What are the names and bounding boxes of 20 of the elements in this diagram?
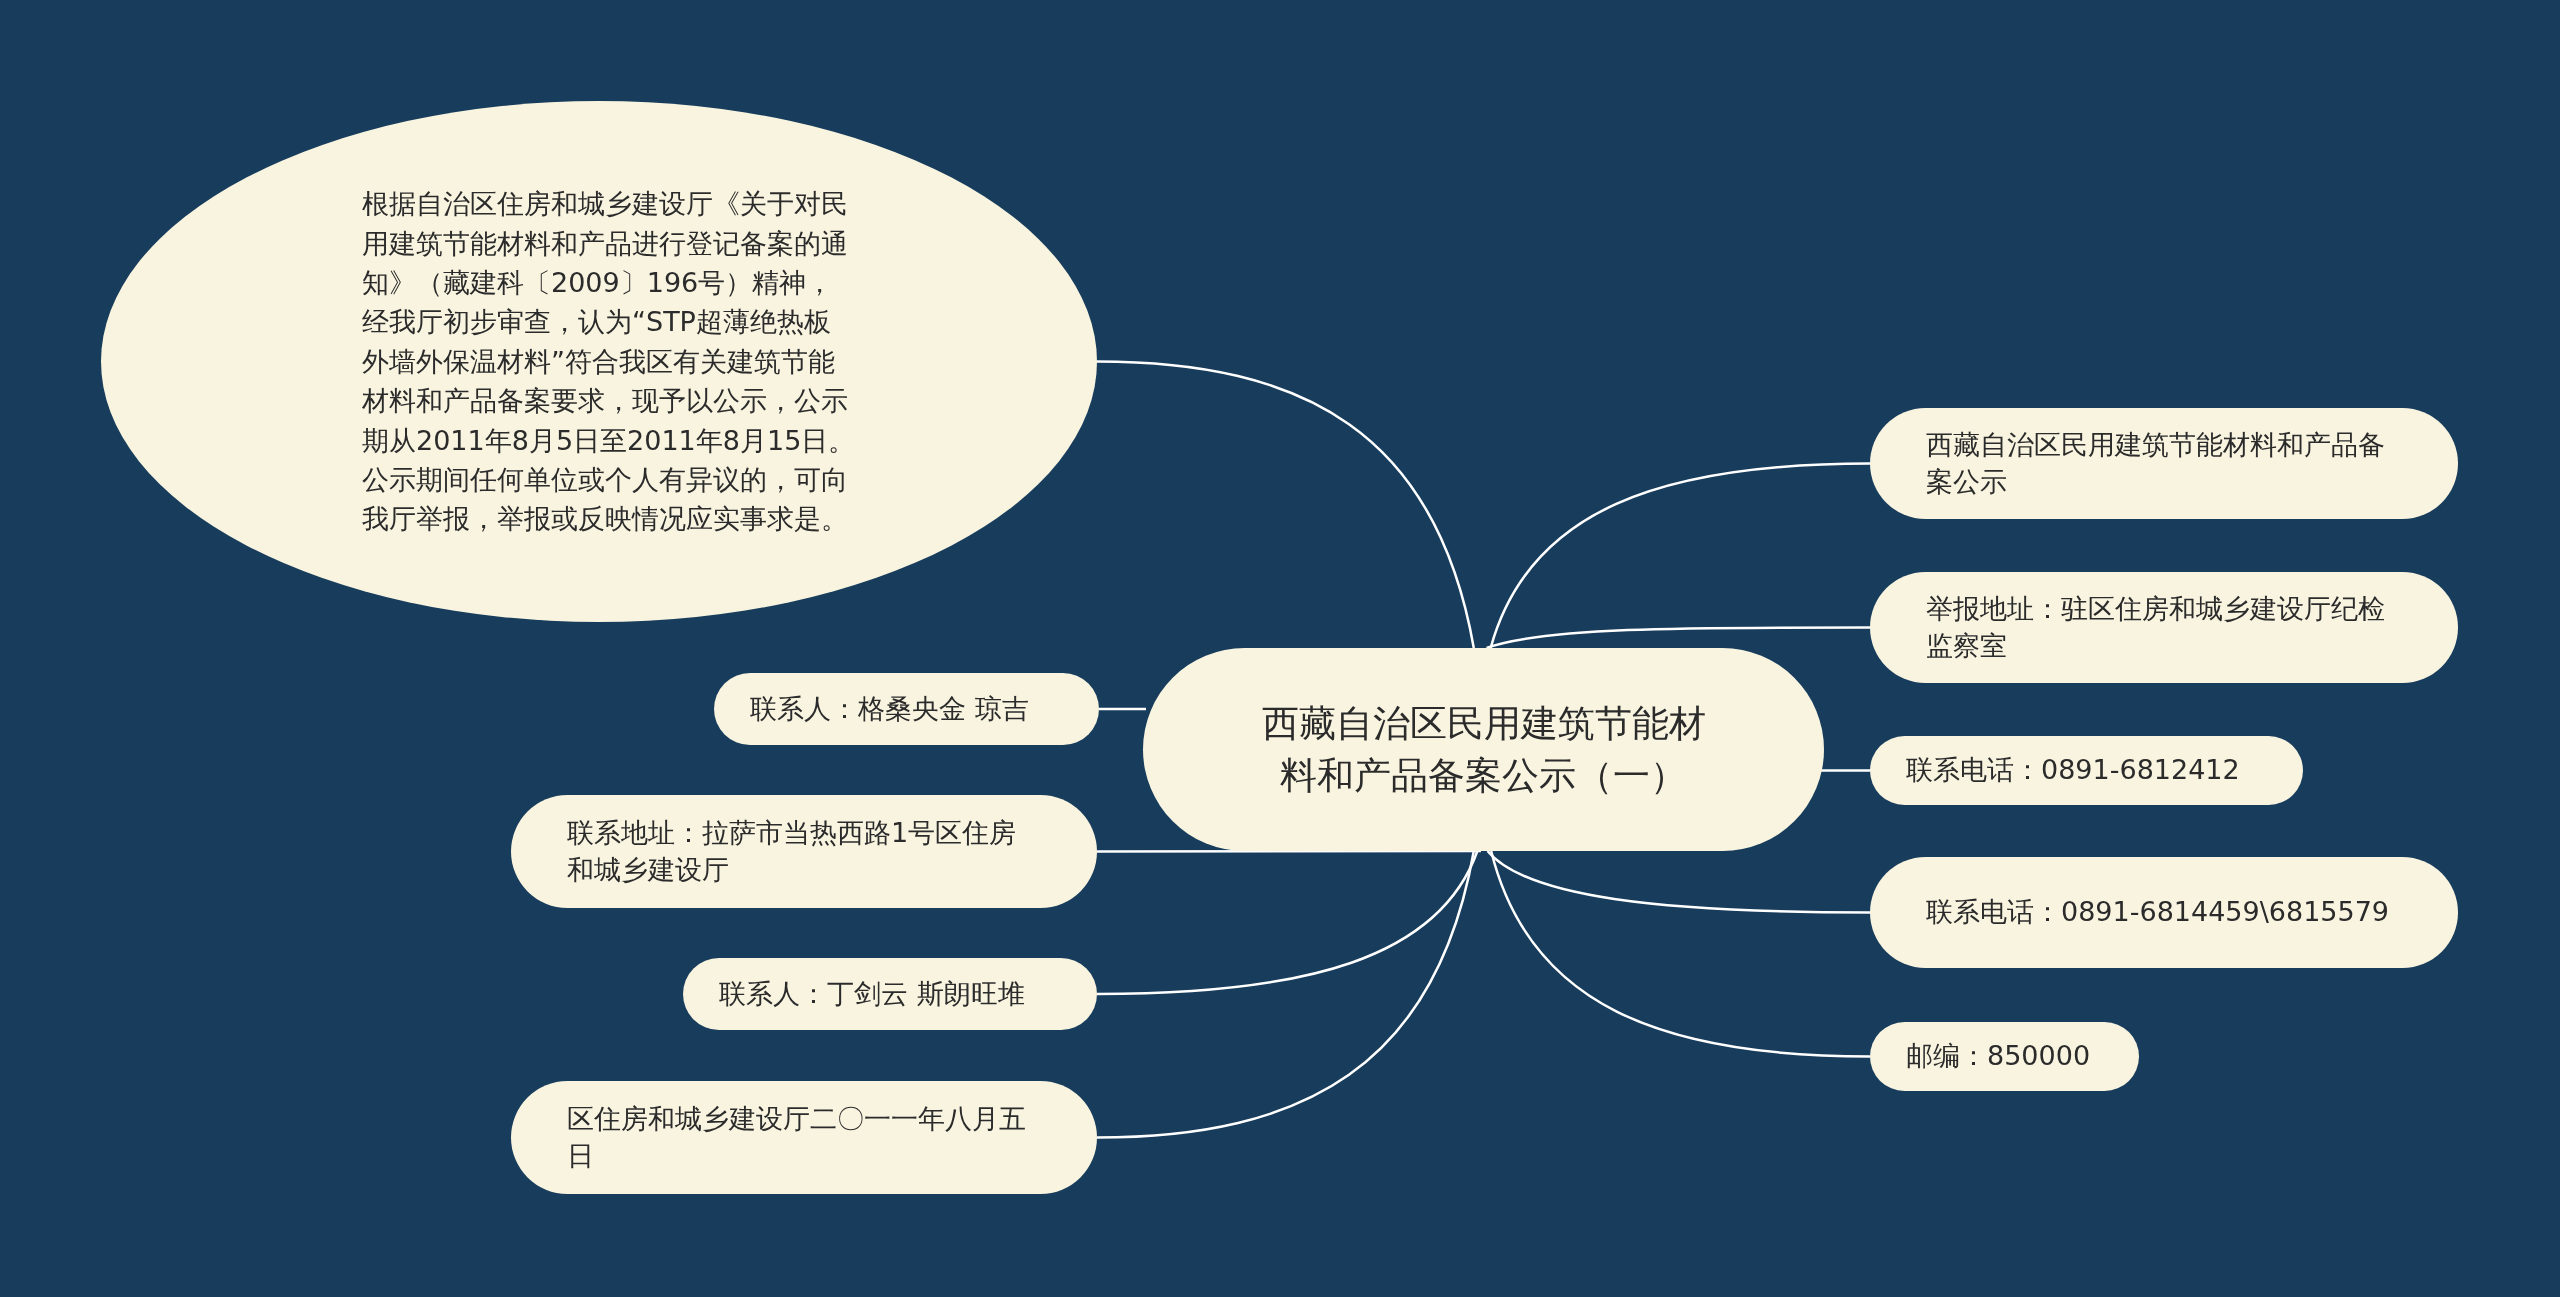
connector-line xyxy=(1490,850,1871,1058)
connector-line xyxy=(1486,850,1870,914)
connector-line xyxy=(1486,626,1870,650)
topic-pill: 邮编：850000 xyxy=(1870,1022,2139,1091)
topic-pill: 举报地址：驻区住房和城乡建设厅纪检监察室 xyxy=(1870,572,2458,683)
topic-pill: 联系地址：拉萨市当热西路1号区住房和城乡建设厅 xyxy=(511,795,1097,908)
connector-line xyxy=(1097,849,1481,853)
topic-pill: 联系人：丁剑云 斯朗旺堆 xyxy=(683,958,1097,1030)
connector-line xyxy=(1821,769,1870,772)
topic-pill: 区住房和城乡建设厅二〇一一年八月五日 xyxy=(511,1081,1097,1194)
note-bubble: 根据自治区住房和城乡建设厅《关于对民用建筑节能材料和产品进行登记备案的通知》（藏建科〔2009〕196号）精神，经我厅初步审查，认为“STP超薄绝热板外墙外保温材料”符合我区有关建筑节能材料和产品备案要求，现予以公示，公示期从2011年8月5日至2011年8月15日。公示期间任何单位或个人有异议的，可向我厅举报，举报或反映情况应实事求是。 xyxy=(101,101,1097,622)
topic-pill: 联系电话：0891-6814459\6815579 xyxy=(1870,857,2458,968)
topic-pill: 西藏自治区民用建筑节能材料和产品备案公示 xyxy=(1870,408,2458,519)
topic-pill: 联系人：格桑央金 琼吉 xyxy=(714,673,1099,745)
connector-line xyxy=(1096,360,1475,649)
topic-pill: 联系电话：0891-6812412 xyxy=(1870,736,2303,805)
topic-bubble: 西藏自治区民用建筑节能材料和产品备案公示（一） xyxy=(1143,648,1824,851)
connector-line xyxy=(1096,850,1475,1139)
connector-line xyxy=(1099,707,1146,711)
connector-line xyxy=(1097,850,1479,996)
